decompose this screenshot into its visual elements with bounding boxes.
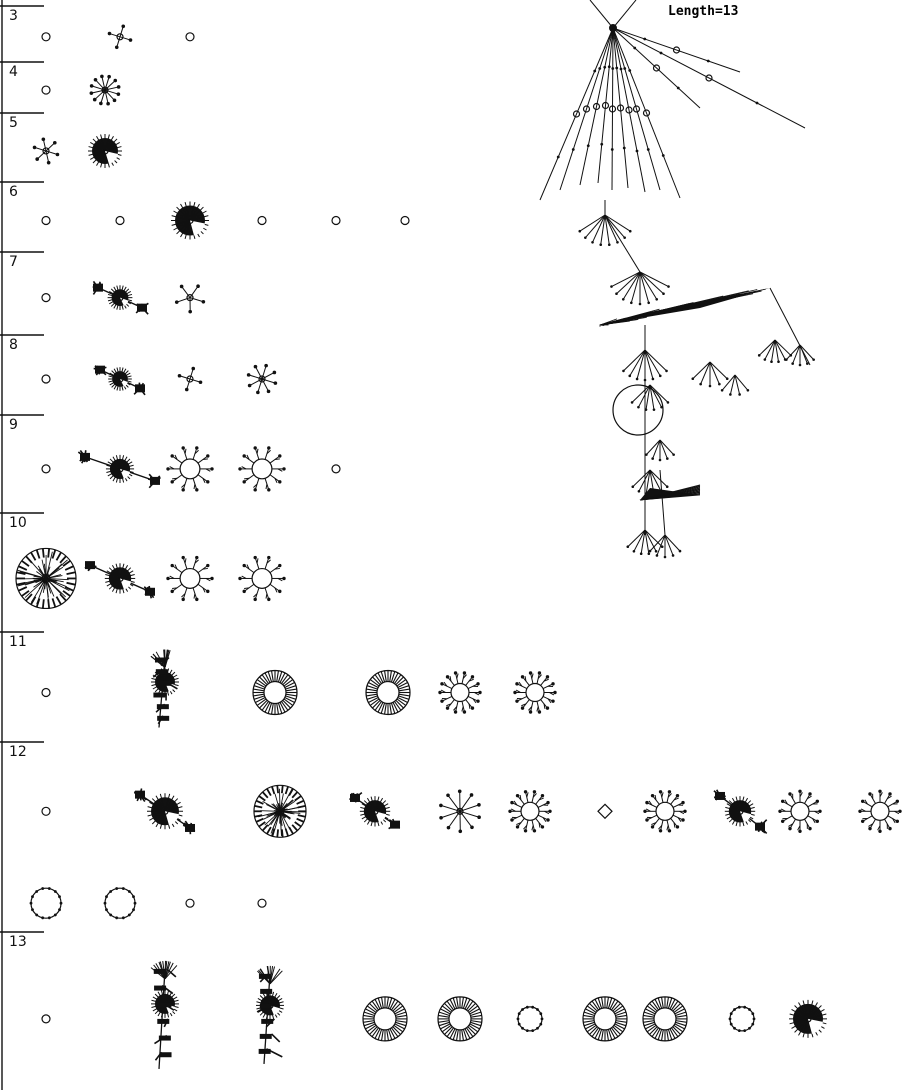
- graph-glyph: [247, 364, 277, 394]
- graph-glyph: [42, 465, 50, 473]
- graph-glyph: [166, 556, 213, 601]
- row-label: 6: [9, 184, 18, 200]
- row-label: 8: [9, 337, 18, 353]
- graph-glyph: [186, 33, 194, 41]
- row-13: 13: [0, 932, 827, 1069]
- graph-glyph: [104, 887, 137, 919]
- graph-glyph: [729, 1006, 756, 1032]
- graph-glyph: [42, 217, 50, 225]
- row-7: 7: [0, 252, 205, 314]
- graph-glyph: [88, 134, 122, 168]
- row-5: 5: [0, 113, 122, 168]
- row-4: 4: [0, 62, 120, 106]
- row-label: 9: [9, 417, 18, 433]
- graph-glyph: [789, 1000, 827, 1038]
- graph-glyph: [42, 807, 50, 815]
- graph-glyph: [171, 202, 209, 240]
- graph-glyph: [116, 217, 124, 225]
- graph-glyph: [151, 961, 179, 1069]
- row-label: 10: [9, 515, 27, 531]
- graph-glyph: [256, 966, 284, 1064]
- graph-glyph: [94, 366, 145, 395]
- row-label: 7: [9, 254, 18, 270]
- graph-glyph: [175, 284, 205, 313]
- graph-glyph: [151, 650, 179, 728]
- row-label: 3: [9, 8, 18, 24]
- row-8: 8: [0, 335, 277, 395]
- graph-glyph: [78, 450, 160, 488]
- graph-glyph: [258, 899, 266, 907]
- row-label: 11: [9, 634, 27, 650]
- caption-length: Length=13: [668, 4, 738, 19]
- graph-glyph: [42, 689, 50, 697]
- graph-glyph: [438, 671, 481, 713]
- graph-glyph: [332, 217, 340, 225]
- row-label: 5: [9, 115, 18, 131]
- row-12: 12: [0, 742, 902, 837]
- graph-glyph: [42, 86, 50, 94]
- graph-glyph: [363, 997, 407, 1041]
- graph-glyph: [778, 790, 821, 833]
- graph-glyph: [90, 75, 121, 106]
- graph-glyph: [513, 671, 556, 713]
- graph-glyph: [253, 671, 297, 715]
- graph-glyph: [42, 294, 50, 302]
- graph-glyph: [714, 790, 767, 834]
- graph-glyph: [30, 887, 63, 919]
- graph-glyph: [108, 24, 133, 49]
- length-13-tree-drawing: [540, 0, 815, 558]
- graph-glyph: [166, 446, 213, 491]
- graph-glyph: [93, 281, 149, 314]
- graph-glyph: [438, 997, 482, 1041]
- graph-glyph: [439, 790, 481, 834]
- row-9: 9: [0, 415, 340, 492]
- graph-glyph: [858, 790, 901, 833]
- graph-glyph: [238, 446, 285, 491]
- row-label: 13: [9, 934, 27, 950]
- row-label: 12: [9, 744, 27, 760]
- graph-glyph: [134, 789, 195, 835]
- graph-glyph: [42, 1015, 50, 1023]
- graph-glyph: [598, 804, 612, 818]
- graph-glyph: [517, 1006, 544, 1032]
- graph-glyph: [583, 997, 627, 1041]
- graph-glyph: [401, 217, 409, 225]
- graph-glyph: [258, 217, 266, 225]
- graph-glyph: [42, 33, 50, 41]
- row-11: 11: [0, 632, 557, 728]
- graph-glyph: [643, 790, 686, 832]
- graph-glyph: [238, 556, 285, 601]
- graph-glyph: [16, 548, 76, 608]
- graph-glyph: [42, 375, 50, 383]
- row-10: 10: [0, 513, 286, 608]
- graph-glyph: [33, 137, 60, 164]
- row-continued: [30, 887, 266, 919]
- row-6: 6: [0, 182, 409, 240]
- graph-glyph: [186, 899, 194, 907]
- graph-glyph: [349, 793, 400, 829]
- graph-glyph: [508, 790, 551, 832]
- row-3: 3: [0, 6, 194, 49]
- graph-glyph: [332, 465, 340, 473]
- graph-glyph: [366, 671, 410, 715]
- graph-glyph: [85, 561, 155, 598]
- graph-glyph: [254, 785, 306, 837]
- graph-glyph: [178, 367, 203, 392]
- graph-glyph: [643, 997, 687, 1041]
- row-label: 4: [9, 64, 18, 80]
